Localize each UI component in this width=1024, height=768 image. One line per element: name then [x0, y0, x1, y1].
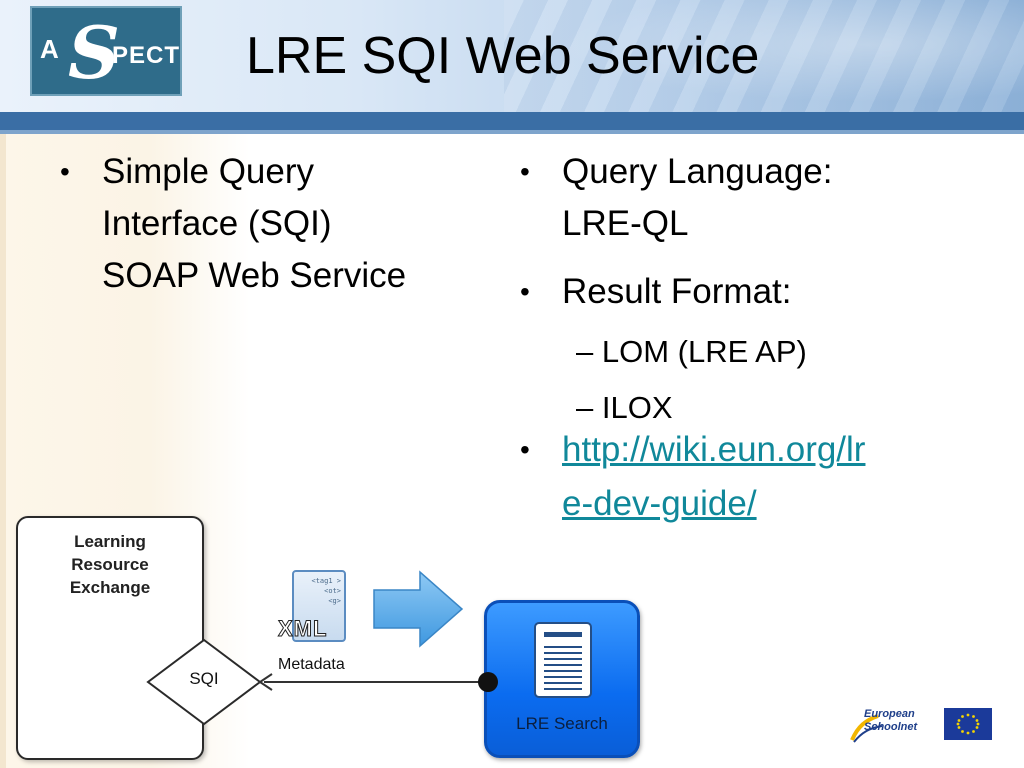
sub-bullet-lom: – LOM (LRE AP)	[576, 334, 807, 369]
sqi-label: SQI	[189, 669, 219, 688]
header-decoration	[504, 0, 1024, 112]
doc-line	[544, 664, 582, 666]
logo-letter-s: S	[68, 10, 120, 95]
left-pane-edge	[0, 134, 6, 768]
sqi-diamond-shape	[146, 638, 262, 726]
slide-header: A S PECT LRE SQI Web Service	[0, 0, 1024, 112]
aspect-logo: A S PECT	[30, 6, 182, 96]
bullet-sqi: • Simple Query Interface (SQI) SOAP Web …	[60, 146, 510, 306]
doc-line	[544, 676, 582, 678]
header-bar	[0, 112, 1024, 130]
bullet-text-line: Interface (SQI)	[102, 204, 332, 243]
eu-flag-icon	[944, 708, 992, 740]
xml-code-line: <tag1 >	[311, 577, 341, 585]
metadata-label: Metadata	[278, 656, 345, 673]
logo-letter-a: A	[40, 34, 59, 64]
lre-search-label: LRE Search	[516, 714, 608, 733]
bullet-text-line: SOAP Web Service	[102, 256, 407, 295]
doc-line	[544, 688, 582, 690]
eun-text-line: European	[864, 708, 915, 720]
logo-text: PECT	[112, 42, 181, 69]
lre-title-line: Resource	[71, 555, 149, 574]
doc-line	[544, 670, 582, 672]
sub-bullet-ilox: – ILOX	[576, 390, 673, 425]
connector-arrow	[258, 673, 490, 691]
bullet-link: • http://wiki.eun.org/lr e-dev-guide/	[520, 424, 1010, 534]
bullet-dot: •	[60, 156, 70, 187]
wiki-link-line-2[interactable]: e-dev-guide/	[562, 484, 757, 523]
european-schoolnet-logo	[850, 714, 883, 743]
bullet-text-line: Query Language:	[562, 152, 833, 191]
doc-header-line	[544, 632, 582, 637]
wiki-link-line-1[interactable]: http://wiki.eun.org/lr	[562, 430, 866, 469]
right-arrow-icon	[373, 570, 464, 648]
bullet-query-language: • Query Language: LRE-QL	[520, 146, 1000, 256]
bullet-text-line: Simple Query	[102, 152, 315, 191]
xml-label: XML	[277, 616, 328, 642]
learning-resource-exchange-box: Learning Resource Exchange	[16, 516, 204, 760]
eun-text-line: Schoolnet	[864, 721, 918, 733]
bullet-dot: •	[520, 434, 530, 465]
connector-endpoint	[478, 672, 498, 692]
doc-line	[544, 658, 582, 660]
slide-title: LRE SQI Web Service	[246, 27, 760, 85]
xml-code-line: <g>	[328, 597, 341, 605]
bullet-dot: •	[520, 276, 530, 307]
european-schoolnet-text: European Schoolnet	[864, 708, 917, 734]
bullet-dot: •	[520, 156, 530, 187]
doc-line	[544, 682, 582, 684]
lre-title-line: Learning	[74, 532, 146, 551]
lre-title: Learning Resource Exchange	[18, 530, 202, 599]
bullet-result-format: • Result Format:	[520, 266, 1000, 322]
doc-line	[544, 652, 582, 654]
lre-title-line: Exchange	[69, 578, 151, 597]
document-icon	[534, 622, 592, 698]
xml-document-icon: <tag1 > <ot> <g>	[292, 570, 346, 642]
doc-line	[544, 646, 582, 648]
xml-code-line: <ot>	[324, 587, 341, 595]
bullet-text-line: LRE-QL	[562, 204, 689, 243]
bullet-text-line: Result Format:	[562, 272, 792, 311]
header-bar-accent	[0, 130, 1024, 134]
